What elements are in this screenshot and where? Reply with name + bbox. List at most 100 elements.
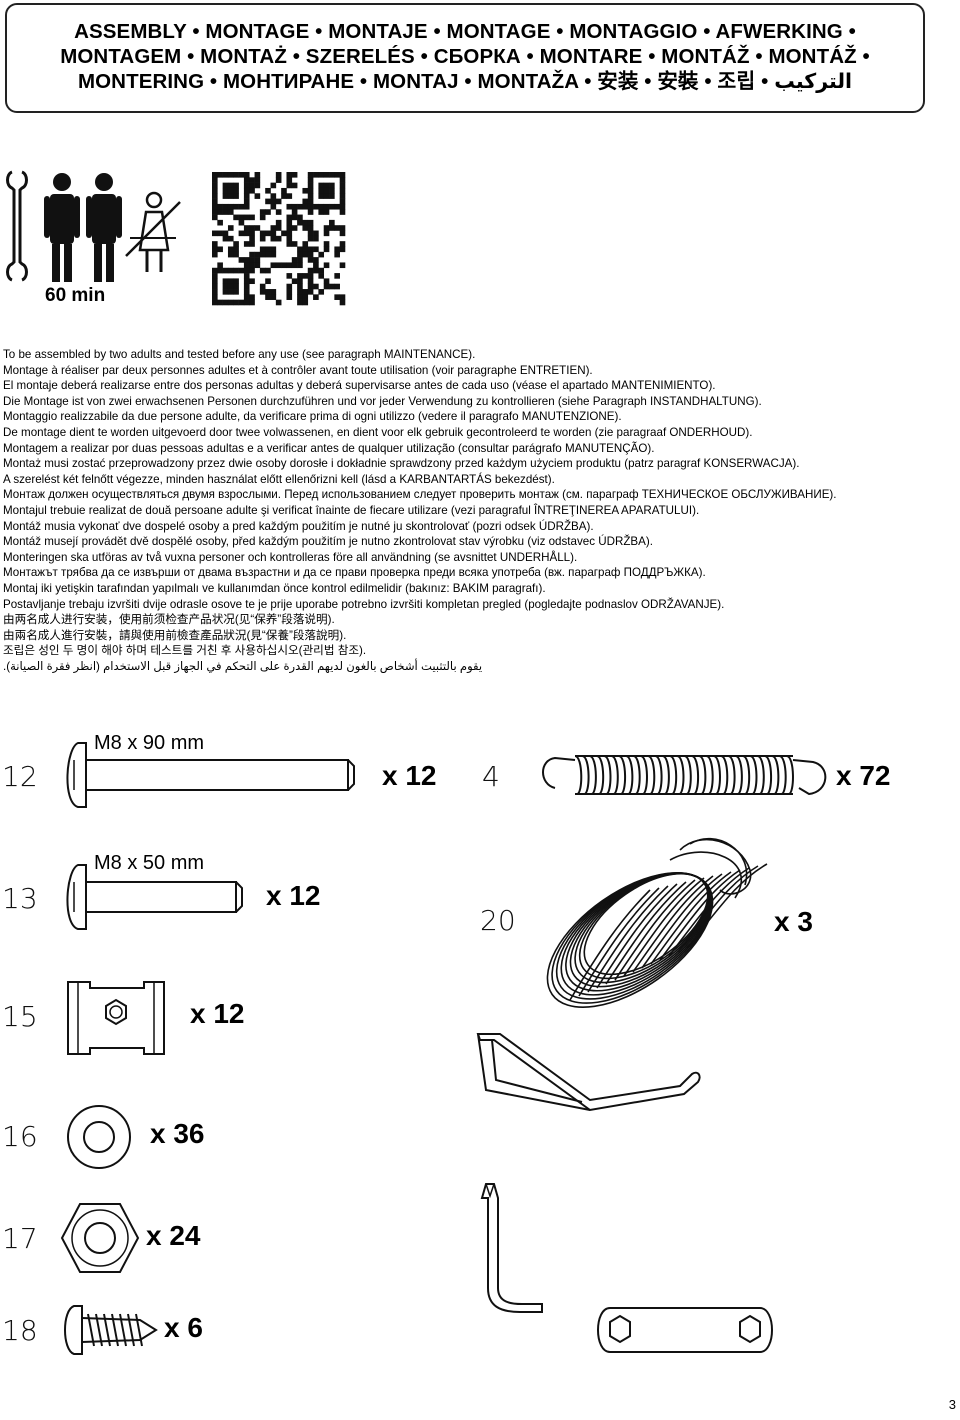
qr-module — [233, 267, 239, 274]
qr-module — [227, 283, 234, 290]
spring-coil — [640, 755, 648, 795]
part-number: 18 — [2, 1314, 38, 1347]
qr-module — [307, 225, 314, 231]
qr-module — [243, 273, 250, 279]
part-dimension: M8 x 50 mm — [94, 852, 205, 874]
qr-module — [249, 182, 255, 189]
qr-module — [238, 267, 245, 274]
qr-module — [291, 225, 298, 231]
qr-module — [222, 172, 229, 178]
qr-module — [233, 299, 239, 306]
instruction-line: Монтажът трябва да се извърши от двама в… — [3, 566, 706, 580]
screw-thread-line — [135, 1313, 143, 1347]
qr-module — [212, 251, 218, 258]
clamp-nut-icon — [67, 981, 165, 1055]
qr-module — [302, 241, 309, 247]
qr-module — [243, 267, 250, 274]
qr-module — [243, 182, 250, 189]
qr-module — [302, 299, 309, 306]
qr-module — [243, 193, 250, 199]
qr-module — [313, 230, 319, 237]
qr-module — [270, 246, 277, 253]
adult-icon — [44, 173, 80, 282]
qr-module — [291, 209, 298, 215]
qr-module — [265, 198, 271, 205]
qr-module — [291, 203, 298, 210]
qr-module — [243, 203, 250, 210]
qr-module — [329, 193, 335, 199]
instruction-line: To be assembled by two adults and tested… — [3, 348, 476, 361]
qr-module — [243, 230, 250, 237]
qr-module — [313, 283, 319, 290]
qr-module — [243, 177, 250, 183]
instruction-line: Montáž musia vykonať dve dospelé osoby a… — [3, 519, 594, 533]
qr-module — [222, 299, 229, 306]
rope-strand — [632, 875, 714, 973]
qr-module — [233, 203, 239, 210]
qr-module — [227, 267, 234, 274]
qr-module — [212, 214, 218, 221]
spring-icon — [542, 755, 827, 796]
qr-module — [307, 187, 314, 194]
qr-module — [286, 273, 293, 279]
qr-module — [222, 203, 229, 210]
qr-module — [302, 198, 309, 205]
qr-module — [270, 235, 277, 242]
qr-module — [323, 241, 330, 247]
rope-strand — [605, 881, 687, 985]
no-child-icon — [125, 191, 181, 272]
qr-module — [297, 283, 303, 290]
qr-module — [339, 209, 346, 215]
qr-module — [275, 225, 282, 231]
rope-strand — [668, 867, 750, 957]
header-title-line: ASSEMBLY • MONTAGE • MONTAJE • MONTAGE •… — [74, 20, 856, 43]
qr-module — [265, 267, 271, 274]
qr-module — [307, 209, 314, 215]
qr-module — [259, 235, 266, 242]
qr-module — [222, 283, 229, 290]
qr-module — [275, 219, 282, 226]
qr-module — [291, 182, 298, 189]
instruction-line: A szerelést két felnőtt végezze, minden … — [3, 472, 555, 486]
qr-module — [233, 241, 239, 247]
qr-module — [212, 203, 218, 210]
qr-module — [313, 257, 319, 263]
qr-module — [259, 214, 266, 221]
instruction-line: Montaż musi zostać przeprowadzony przez … — [3, 457, 800, 471]
qr-module — [286, 193, 293, 199]
qr-module — [233, 278, 239, 285]
qr-module — [275, 198, 282, 205]
instruction-line: Montajul trebuie realizat de două persoa… — [3, 503, 700, 517]
spring-coil — [735, 755, 743, 795]
qr-module — [339, 246, 346, 253]
qr-code[interactable] — [212, 172, 346, 310]
spring-coil — [683, 755, 692, 795]
qr-module — [329, 203, 335, 210]
qr-module — [265, 294, 271, 300]
qr-module — [318, 209, 325, 215]
qr-module — [323, 182, 330, 189]
qr-module — [313, 235, 319, 242]
rope-strand — [623, 877, 705, 977]
instruction-line: El montaje deberá realizarse entre dos p… — [3, 379, 716, 393]
qr-module — [243, 278, 250, 285]
page-number: 3 — [948, 1397, 956, 1412]
qr-module — [265, 187, 271, 194]
qr-module — [270, 251, 277, 258]
qr-module — [323, 209, 330, 215]
qr-module — [297, 219, 303, 226]
qr-module — [222, 209, 229, 215]
qr-module — [270, 225, 277, 231]
spring-coil — [727, 755, 736, 795]
qr-module — [307, 283, 314, 290]
qr-module — [227, 182, 234, 189]
qr-module — [291, 278, 298, 285]
header-title-line: MONTERING • МОНТИРАНЕ • MONTAJ • MONTAŽA… — [77, 70, 853, 93]
hex-key-icon — [480, 1183, 543, 1313]
qr-module — [302, 246, 309, 253]
qr-module — [318, 182, 325, 189]
instruction-line: Montaggio realizzabile da due persone ad… — [3, 410, 622, 424]
qr-module — [233, 187, 239, 194]
instruction-line: Montaj iki yetişkin tarafından yapılmalı… — [3, 581, 546, 595]
instruction-line: 由两名成人进行安装，使用前须检查产品状况(见“保养”段落说明). — [3, 613, 335, 627]
